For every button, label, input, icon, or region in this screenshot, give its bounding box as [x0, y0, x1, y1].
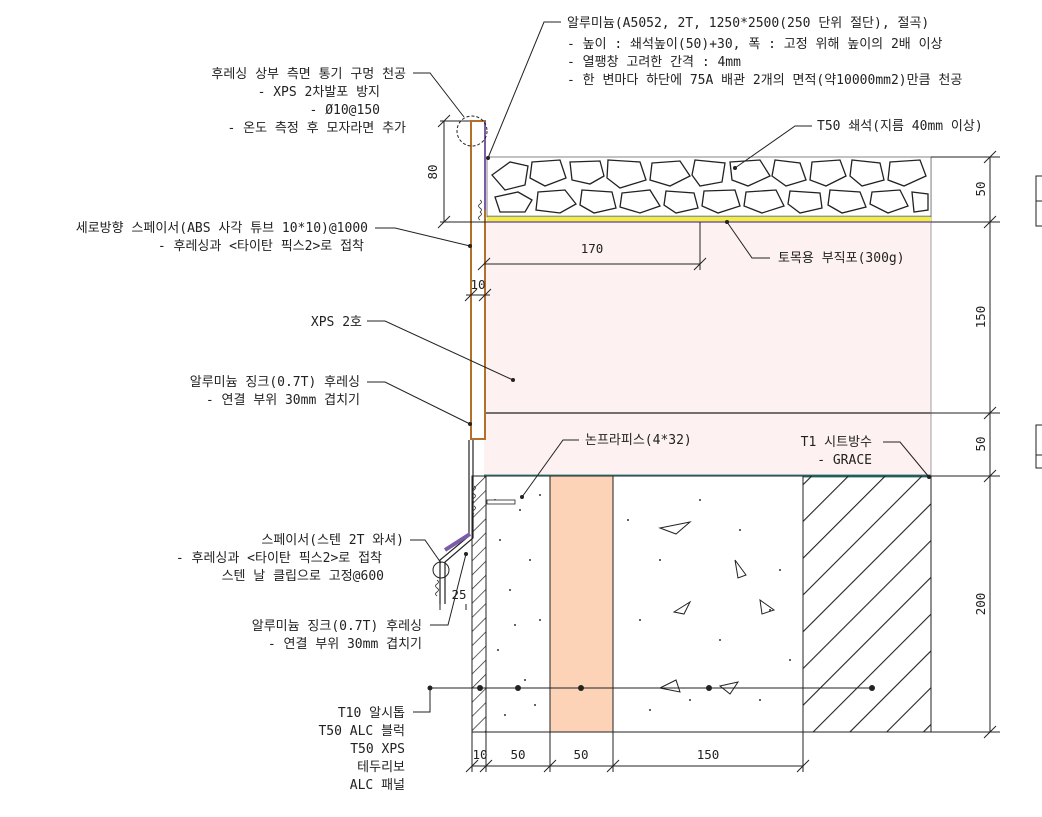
vertical-spacer-annotation: 세로방향 스페이서(ABS 사각 튜브 10*10)@1000 - 후레싱과 <…: [76, 221, 368, 254]
dim-bottom-50: 50: [510, 747, 525, 762]
geotextile-annotation: 토목용 부직포(300g): [778, 251, 905, 266]
steel-spacer-annotation: 스페이서(스텐 2T 와셔) - 후레싱과 <타이탄 픽스2>로 접착 스텐 날…: [176, 533, 404, 584]
wall-layers-annotation: T10 알시톱 T50 ALC 블럭 T50 XPS 테두리보 ALC 패널: [318, 706, 405, 793]
gravel-layer: [486, 156, 932, 218]
xps-bottom-layer: [484, 413, 931, 476]
flashing-bottom-annotation: 알루미늄 징크(0.7T) 후레싱 - 연결 부위 30mm 겹치기: [252, 619, 422, 652]
annotation-line: T10 알시톱: [338, 706, 405, 721]
annotation-line: 알루미늄 징크(0.7T) 후레싱: [190, 375, 360, 390]
annotation-line: - 연결 부위 30mm 겹치기: [268, 637, 422, 652]
aluminum-spec-annotation: 알루미늄(A5052, 2T, 1250*2500(250 단위 절단), 절곡…: [567, 16, 962, 88]
annotation-line: - 열팽창 고려한 간격 : 4mm: [567, 55, 741, 70]
dim-right-150: 150: [973, 306, 988, 329]
annotation-line: - 온도 측정 후 모자라면 추가: [227, 121, 406, 136]
dim-170: 170: [581, 241, 604, 256]
annotation-line: - 후레싱과 <타이탄 픽스2>로 접착: [158, 239, 364, 254]
vent-annotation: 후레싱 상부 측면 통기 구멍 천공 - XPS 2차발포 방지 - Ø10@1…: [211, 67, 406, 136]
dim-25: 25: [451, 587, 466, 602]
annotation-line: - 연결 부위 30mm 겹치기: [206, 393, 360, 408]
xps-layer: [484, 222, 931, 413]
annotation-line: 스텐 날 클립으로 고정@600: [222, 569, 384, 584]
dim-80: 80: [425, 164, 440, 179]
annotation-line: T50 ALC 블럭: [318, 724, 405, 739]
annotation-line: 세로방향 스페이서(ABS 사각 튜브 10*10)@1000: [76, 221, 368, 236]
gravel-annotation: T50 쇄석(지름 40mm 이상): [817, 119, 983, 134]
nonslip-annotation: 논프라피스(4*32): [585, 433, 692, 448]
annotation-line: 테두리보: [357, 760, 405, 775]
annotation-line: ALC 패널: [350, 778, 405, 793]
membrane-annotation: T1 시트방수 - GRACE: [801, 435, 872, 468]
dim-bottom-50b: 50: [573, 747, 588, 762]
annotation-line: 스페이서(스텐 2T 와셔): [261, 533, 404, 548]
flashing-top-annotation: 알루미늄 징크(0.7T) 후레싱 - 연결 부위 30mm 겹치기: [190, 375, 360, 408]
annotation-line: - 높이 : 쇄석높이(50)+30, 폭 : 고정 위해 높이의 2배 이상: [567, 37, 943, 52]
dim-10-gap: 10: [470, 277, 485, 292]
annotation-line: 알루미늄(A5052, 2T, 1250*2500(250 단위 절단), 절곡…: [567, 16, 929, 31]
annotation-line: 후레싱 상부 측면 통기 구멍 천공: [211, 67, 406, 82]
annotation-line: - Ø10@150: [310, 103, 380, 118]
xps-annotation: XPS 2호: [311, 315, 362, 330]
annotation-line: - 한 변마다 하단에 75A 배관 2개의 면적(약10000mm2)만큼 천…: [567, 73, 962, 88]
vent-detail-marker: [456, 115, 488, 147]
dim-right-50b: 50: [973, 436, 988, 451]
dim-right-50: 50: [973, 181, 988, 196]
dim-right-200: 200: [973, 593, 988, 616]
geotextile-layer: [487, 217, 931, 222]
annotation-line: T1 시트방수: [801, 435, 872, 450]
dim-bottom-10: 10: [472, 747, 487, 762]
annotation-line: T50 XPS: [350, 742, 405, 757]
annotation-line: 알루미늄 징크(0.7T) 후레싱: [252, 619, 422, 634]
dim-bottom-150: 150: [697, 747, 720, 762]
wall-section: [427, 475, 932, 733]
annotation-line: - 후레싱과 <타이탄 픽스2>로 접착: [176, 551, 382, 566]
clip-detail-marker: [432, 561, 450, 579]
annotation-line: - GRACE: [817, 453, 872, 468]
aluminum-flashing: [435, 120, 516, 604]
annotation-line: - XPS 2차발포 방지: [258, 85, 380, 100]
